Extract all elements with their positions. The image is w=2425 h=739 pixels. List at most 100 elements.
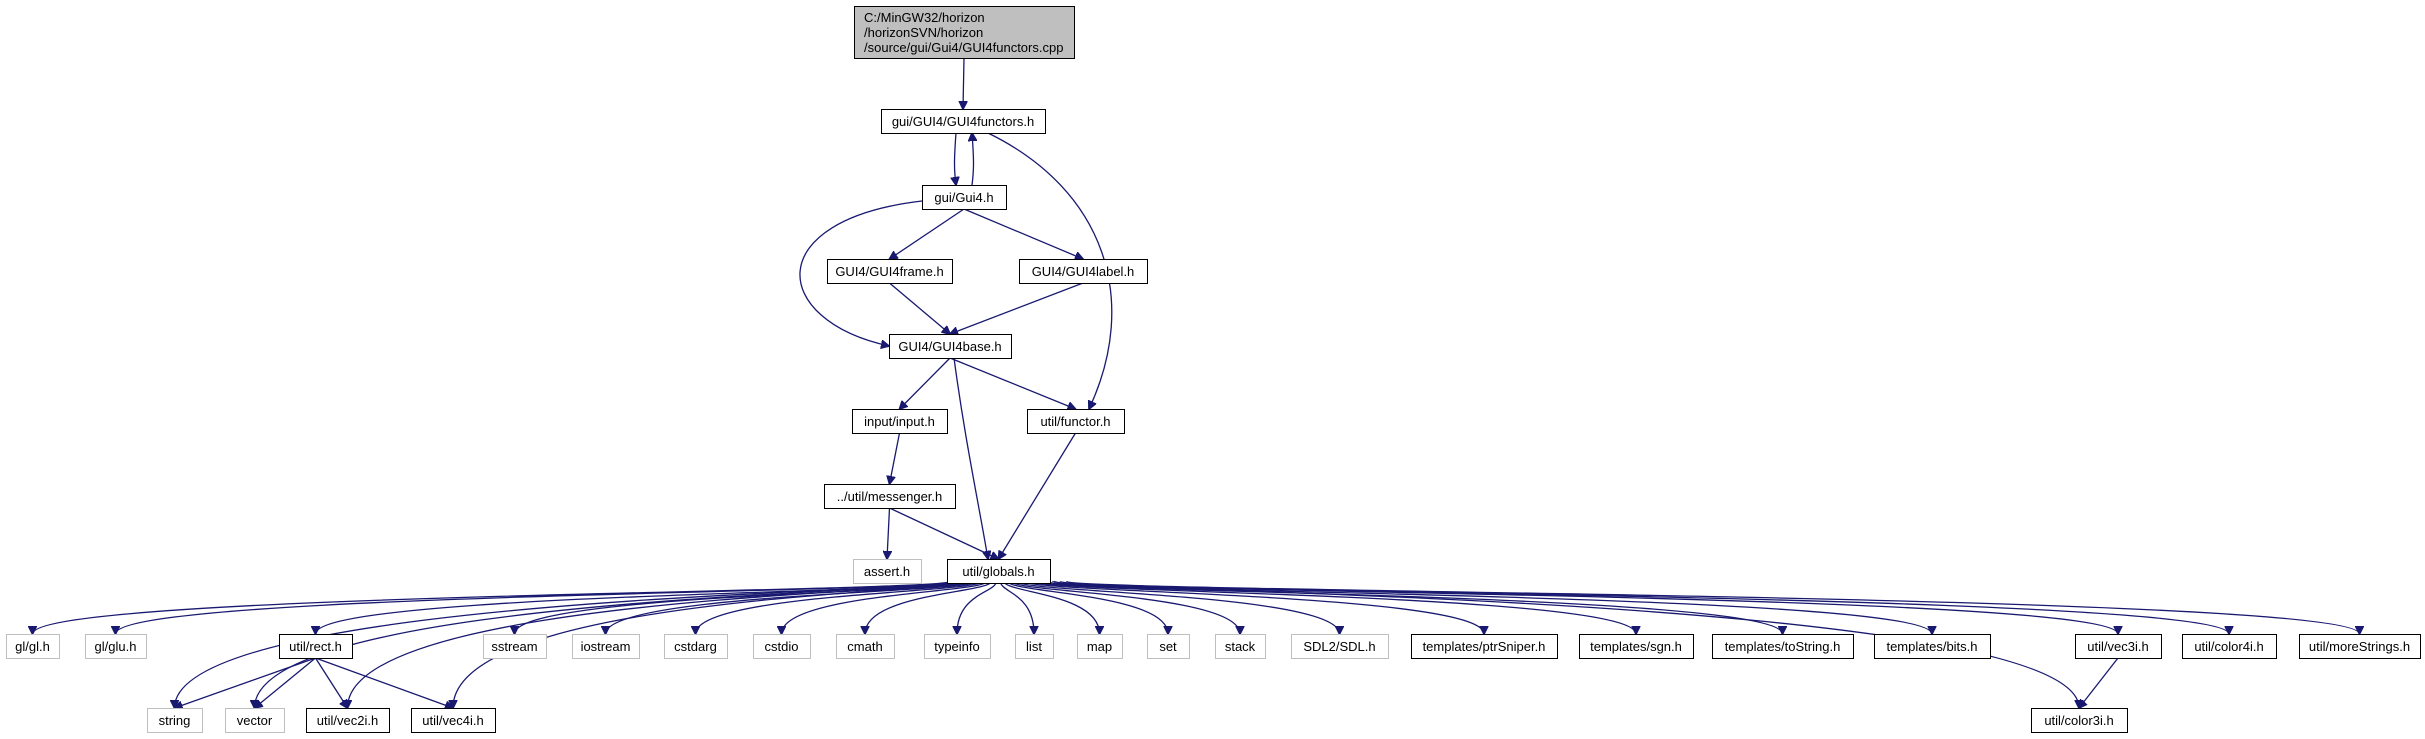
node-label: stack: [1225, 639, 1256, 654]
node-color4i-h[interactable]: util/color4i.h: [2182, 634, 2277, 659]
node-list[interactable]: list: [1015, 634, 1054, 659]
node-box: [1019, 259, 1148, 284]
node-box: [6, 634, 60, 659]
node-gl-h[interactable]: gl/gl.h: [6, 634, 60, 659]
node-box: [1215, 634, 1266, 659]
node-label: gl/glu.h: [95, 639, 137, 654]
edge-messenger-h-to-globals-h: [889, 507, 999, 559]
node-input-h[interactable]: input/input.h: [852, 409, 948, 434]
node-label: map: [1087, 639, 1112, 654]
node-messenger-h[interactable]: ../util/messenger.h: [824, 484, 956, 509]
node-functor-h[interactable]: util/functor.h: [1027, 409, 1125, 434]
node-iostream[interactable]: iostream: [572, 634, 640, 659]
node-label: ../util/messenger.h: [837, 489, 943, 504]
node-typeinfo[interactable]: typeinfo: [924, 634, 991, 659]
node-root[interactable]: C:/MinGW32/horizon/horizonSVN/horizon/so…: [854, 6, 1075, 59]
node-globals-h[interactable]: util/globals.h: [947, 559, 1051, 584]
node-gui4label-h[interactable]: GUI4/GUI4label.h: [1019, 259, 1148, 284]
edge-globals-h-to-stack: [1009, 580, 1240, 634]
node-bits-h[interactable]: templates/bits.h: [1874, 634, 1991, 659]
node-box: [1015, 634, 1054, 659]
node-sdl-h[interactable]: SDL2/SDL.h: [1291, 634, 1389, 659]
node-label: assert.h: [864, 564, 910, 579]
edge-globals-h-to-cmath: [865, 580, 993, 634]
edge-globals-h-to-ptrsniper-h: [1022, 580, 1484, 634]
node-box: [85, 634, 147, 659]
node-label-line: C:/MinGW32/horizon: [864, 10, 985, 25]
edge-functor-h-to-globals-h: [999, 432, 1077, 559]
node-label: util/globals.h: [962, 564, 1034, 579]
node-rect-h[interactable]: util/rect.h: [279, 634, 353, 659]
node-box: [1411, 634, 1558, 659]
node-label: list: [1026, 639, 1042, 654]
node-box: [853, 559, 922, 584]
edge-globals-h-to-color4i-h: [1059, 580, 2229, 634]
node-label: gui/GUI4/GUI4functors.h: [892, 114, 1034, 129]
node-label: templates/bits.h: [1886, 639, 1977, 654]
node-box: [1874, 634, 1991, 659]
node-gui4functors-h[interactable]: gui/GUI4/GUI4functors.h: [881, 109, 1046, 134]
edge-globals-h-to-set: [1006, 580, 1168, 634]
edge-gui4base-h-to-input-h: [900, 357, 951, 409]
node-set[interactable]: set: [1147, 634, 1190, 659]
node-label: SDL2/SDL.h: [1303, 639, 1375, 654]
edge-gui4frame-h-to-gui4base-h: [889, 282, 951, 334]
edge-globals-h-to-sgn-h: [1029, 580, 1636, 634]
node-glu-h[interactable]: gl/glu.h: [85, 634, 147, 659]
node-box: [824, 484, 956, 509]
node-label: util/rect.h: [289, 639, 342, 654]
node-vec3i-h[interactable]: util/vec3i.h: [2075, 634, 2162, 659]
node-box: [411, 708, 496, 733]
edge-root-to-gui4functors-h: [963, 57, 964, 109]
edge-input-h-to-messenger-h: [890, 432, 901, 484]
node-label: GUI4/GUI4base.h: [898, 339, 1001, 354]
node-string[interactable]: string: [147, 708, 203, 733]
node-box: [1291, 634, 1389, 659]
node-assert-h[interactable]: assert.h: [853, 559, 922, 584]
node-cstdarg[interactable]: cstdarg: [664, 634, 728, 659]
node-box: [1077, 634, 1123, 659]
nodes-layer: C:/MinGW32/horizon/horizonSVN/horizon/so…: [6, 6, 2421, 733]
node-box: [483, 634, 547, 659]
node-cstdio[interactable]: cstdio: [753, 634, 811, 659]
edge-globals-h-to-list: [999, 580, 1034, 634]
node-morestrings-h[interactable]: util/moreStrings.h: [2299, 634, 2421, 659]
node-gui4base-h[interactable]: GUI4/GUI4base.h: [889, 334, 1012, 359]
edge-globals-h-to-cstdarg: [696, 580, 984, 634]
edge-gui4label-h-to-gui4base-h: [950, 282, 1084, 334]
node-box: [1579, 634, 1694, 659]
node-vec4i-h[interactable]: util/vec4i.h: [411, 708, 496, 733]
node-box: [225, 708, 285, 733]
node-gui4-h[interactable]: gui/Gui4.h: [922, 185, 1007, 210]
node-cmath[interactable]: cmath: [836, 634, 895, 659]
node-box: [2182, 634, 2277, 659]
node-box: [852, 409, 948, 434]
node-sgn-h[interactable]: templates/sgn.h: [1579, 634, 1694, 659]
node-ptrsniper-h[interactable]: templates/ptrSniper.h: [1411, 634, 1558, 659]
node-box: [2299, 634, 2421, 659]
node-vector[interactable]: vector: [225, 708, 285, 733]
node-label: GUI4/GUI4label.h: [1032, 264, 1135, 279]
node-label: gl/gl.h: [15, 639, 50, 654]
node-label: util/vec3i.h: [2087, 639, 2148, 654]
edge-globals-h-to-map: [1002, 580, 1100, 634]
node-gui4frame-h[interactable]: GUI4/GUI4frame.h: [827, 259, 953, 284]
edge-globals-h-to-glu-h: [116, 580, 955, 634]
node-stack[interactable]: stack: [1215, 634, 1266, 659]
node-box: [147, 708, 203, 733]
node-box: [1027, 409, 1125, 434]
node-label-line: /source/gui/Gui4/GUI4functors.cpp: [864, 40, 1063, 55]
node-sstream[interactable]: sstream: [483, 634, 547, 659]
edges-layer: [33, 57, 2360, 708]
node-vec2i-h[interactable]: util/vec2i.h: [306, 708, 390, 733]
node-box: [922, 185, 1007, 210]
node-color3i-h[interactable]: util/color3i.h: [2031, 708, 2128, 733]
node-label: util/color3i.h: [2044, 713, 2113, 728]
node-map[interactable]: map: [1077, 634, 1123, 659]
node-box: [753, 634, 811, 659]
edge-globals-h-to-sdl-h: [1014, 580, 1340, 634]
node-box: [827, 259, 953, 284]
edge-globals-h-to-cstdio: [782, 580, 989, 634]
node-tostring-h[interactable]: templates/toString.h: [1712, 634, 1854, 659]
